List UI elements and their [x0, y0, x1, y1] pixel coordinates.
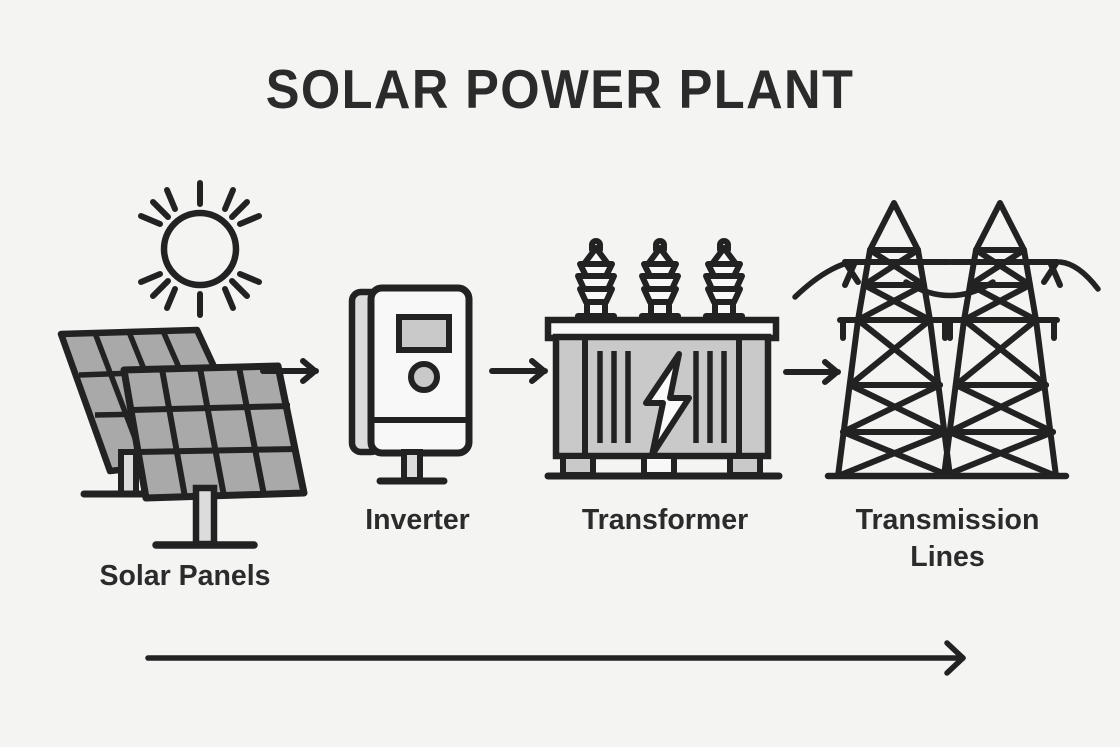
inverter-icon	[348, 284, 473, 485]
inverter-round-button	[408, 361, 440, 393]
transformer-bushing	[703, 238, 745, 328]
solar-panels-icon	[57, 180, 308, 549]
inverter-display-screen	[396, 314, 452, 353]
stage-label-transformer: Transformer	[581, 504, 749, 536]
solar-panel-front-grid	[130, 366, 298, 498]
stage-label-transmission-lines: Transmission Lines	[855, 504, 1040, 574]
transmission-tower-left	[835, 200, 953, 479]
sun-icon	[138, 180, 262, 318]
transformer-bushing	[575, 238, 617, 328]
stage-label-solar-panels: Solar Panels	[99, 560, 271, 592]
overall-flow-arrow	[145, 640, 966, 676]
arrow-panels-to-inverter	[260, 358, 319, 384]
arrow-inverter-to-transformer	[489, 358, 548, 384]
transformer-cooling-fins-right	[693, 351, 727, 443]
transformer-legs	[560, 453, 763, 478]
transmission-tower-icon	[792, 200, 1101, 480]
transformer-icon	[544, 238, 783, 480]
page-title: SOLAR POWER PLANT	[265, 58, 855, 120]
transformer-cooling-fins-left	[597, 351, 631, 443]
inverter-stand-post	[401, 449, 423, 483]
arrow-transformer-to-lines	[783, 359, 841, 385]
transformer-bushing	[639, 238, 681, 328]
stage-label-inverter: Inverter	[365, 504, 470, 536]
transformer-bushings	[575, 238, 745, 328]
transmission-tower-right	[941, 200, 1063, 479]
solar-panel-front-post	[152, 484, 258, 549]
